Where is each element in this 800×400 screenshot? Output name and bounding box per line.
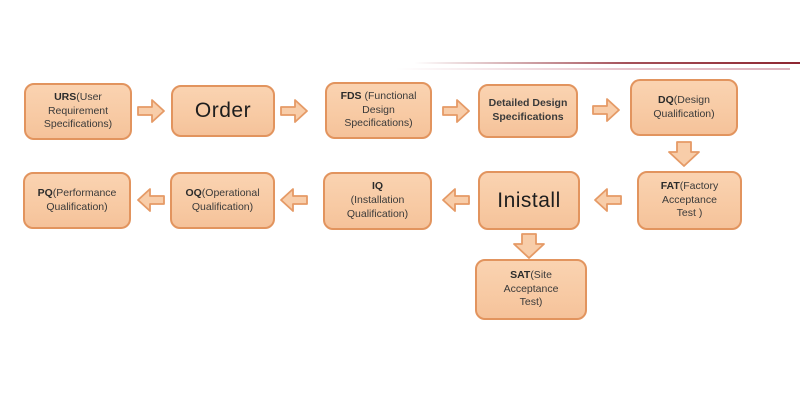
node-urs-label: URS(User Requirement Specifications) [44,91,112,133]
node-sat-abbr: SAT [510,268,531,281]
node-order-label: Order [195,99,251,122]
node-sat-label: SAT(Site Acceptance Test) [504,269,559,311]
node-oq-text: (Operational Qualification) [191,186,260,213]
arrow-left-icon [280,188,308,212]
node-urs: URS(User Requirement Specifications) [24,83,132,140]
node-oq-label: OQ(Operational Qualification) [185,187,259,215]
node-sat: SAT(Site Acceptance Test) [475,259,587,320]
arrow-left-icon [594,188,622,212]
node-detailed-design-text: Detailed Design Specifications [488,97,568,123]
node-iq-abbr: IQ [371,180,384,193]
arrow-left-icon [442,188,470,212]
node-urs-abbr: URS [54,90,77,103]
node-iq-text: (Installation Qualification) [346,194,409,220]
node-urs-text: (User Requirement Specifications) [43,90,113,131]
node-oq: OQ(Operational Qualification) [170,172,275,229]
arrow-right-icon [137,99,165,123]
node-install-text: Inistall [497,188,561,212]
arrow-right-icon [280,99,308,123]
node-fat-label: FAT(Factory Acceptance Test ) [661,180,719,222]
node-detailed-design: Detailed Design Specifications [478,84,578,138]
node-pq-label: PQ(Performance Qualification) [38,187,117,215]
node-fat-abbr: FAT [660,179,680,192]
node-dq-label: DQ(Design Qualification) [653,94,714,122]
arrow-down-icon [513,233,545,259]
arrow-left-icon [137,188,165,212]
arrow-down-icon [668,141,700,167]
node-dq-text: (Design Qualification) [653,93,715,120]
node-pq-abbr: PQ [37,186,53,199]
accent-line [414,62,800,64]
node-iq-label: IQ (Installation Qualification) [347,180,408,222]
node-install: Inistall [478,171,580,230]
node-fat-text: (Factory Acceptance Test ) [662,179,719,220]
node-detailed-design-label: Detailed Design Specifications [489,97,568,125]
node-sat-text: (Site Acceptance Test) [503,268,559,309]
node-dq: DQ(Design Qualification) [630,79,738,136]
node-pq-text: (Performance Qualification) [46,186,117,213]
accent-line-secondary [396,68,790,70]
node-fds-abbr: FDS [340,89,362,102]
node-dq-abbr: DQ [658,93,674,106]
node-install-label: Inistall [497,189,561,212]
node-order-text: Order [194,99,252,123]
node-fds-text: (Functional Design Specifications) [344,89,417,130]
node-fds-label: FDS (Functional Design Specifications) [341,90,417,132]
arrow-right-icon [442,99,470,123]
node-pq: PQ(Performance Qualification) [23,172,131,229]
node-oq-abbr: OQ [185,186,202,199]
node-fat: FAT(Factory Acceptance Test ) [637,171,742,230]
node-order: Order [171,85,275,137]
arrow-right-icon [592,98,620,122]
node-fds: FDS (Functional Design Specifications) [325,82,432,139]
node-iq: IQ (Installation Qualification) [323,172,432,230]
